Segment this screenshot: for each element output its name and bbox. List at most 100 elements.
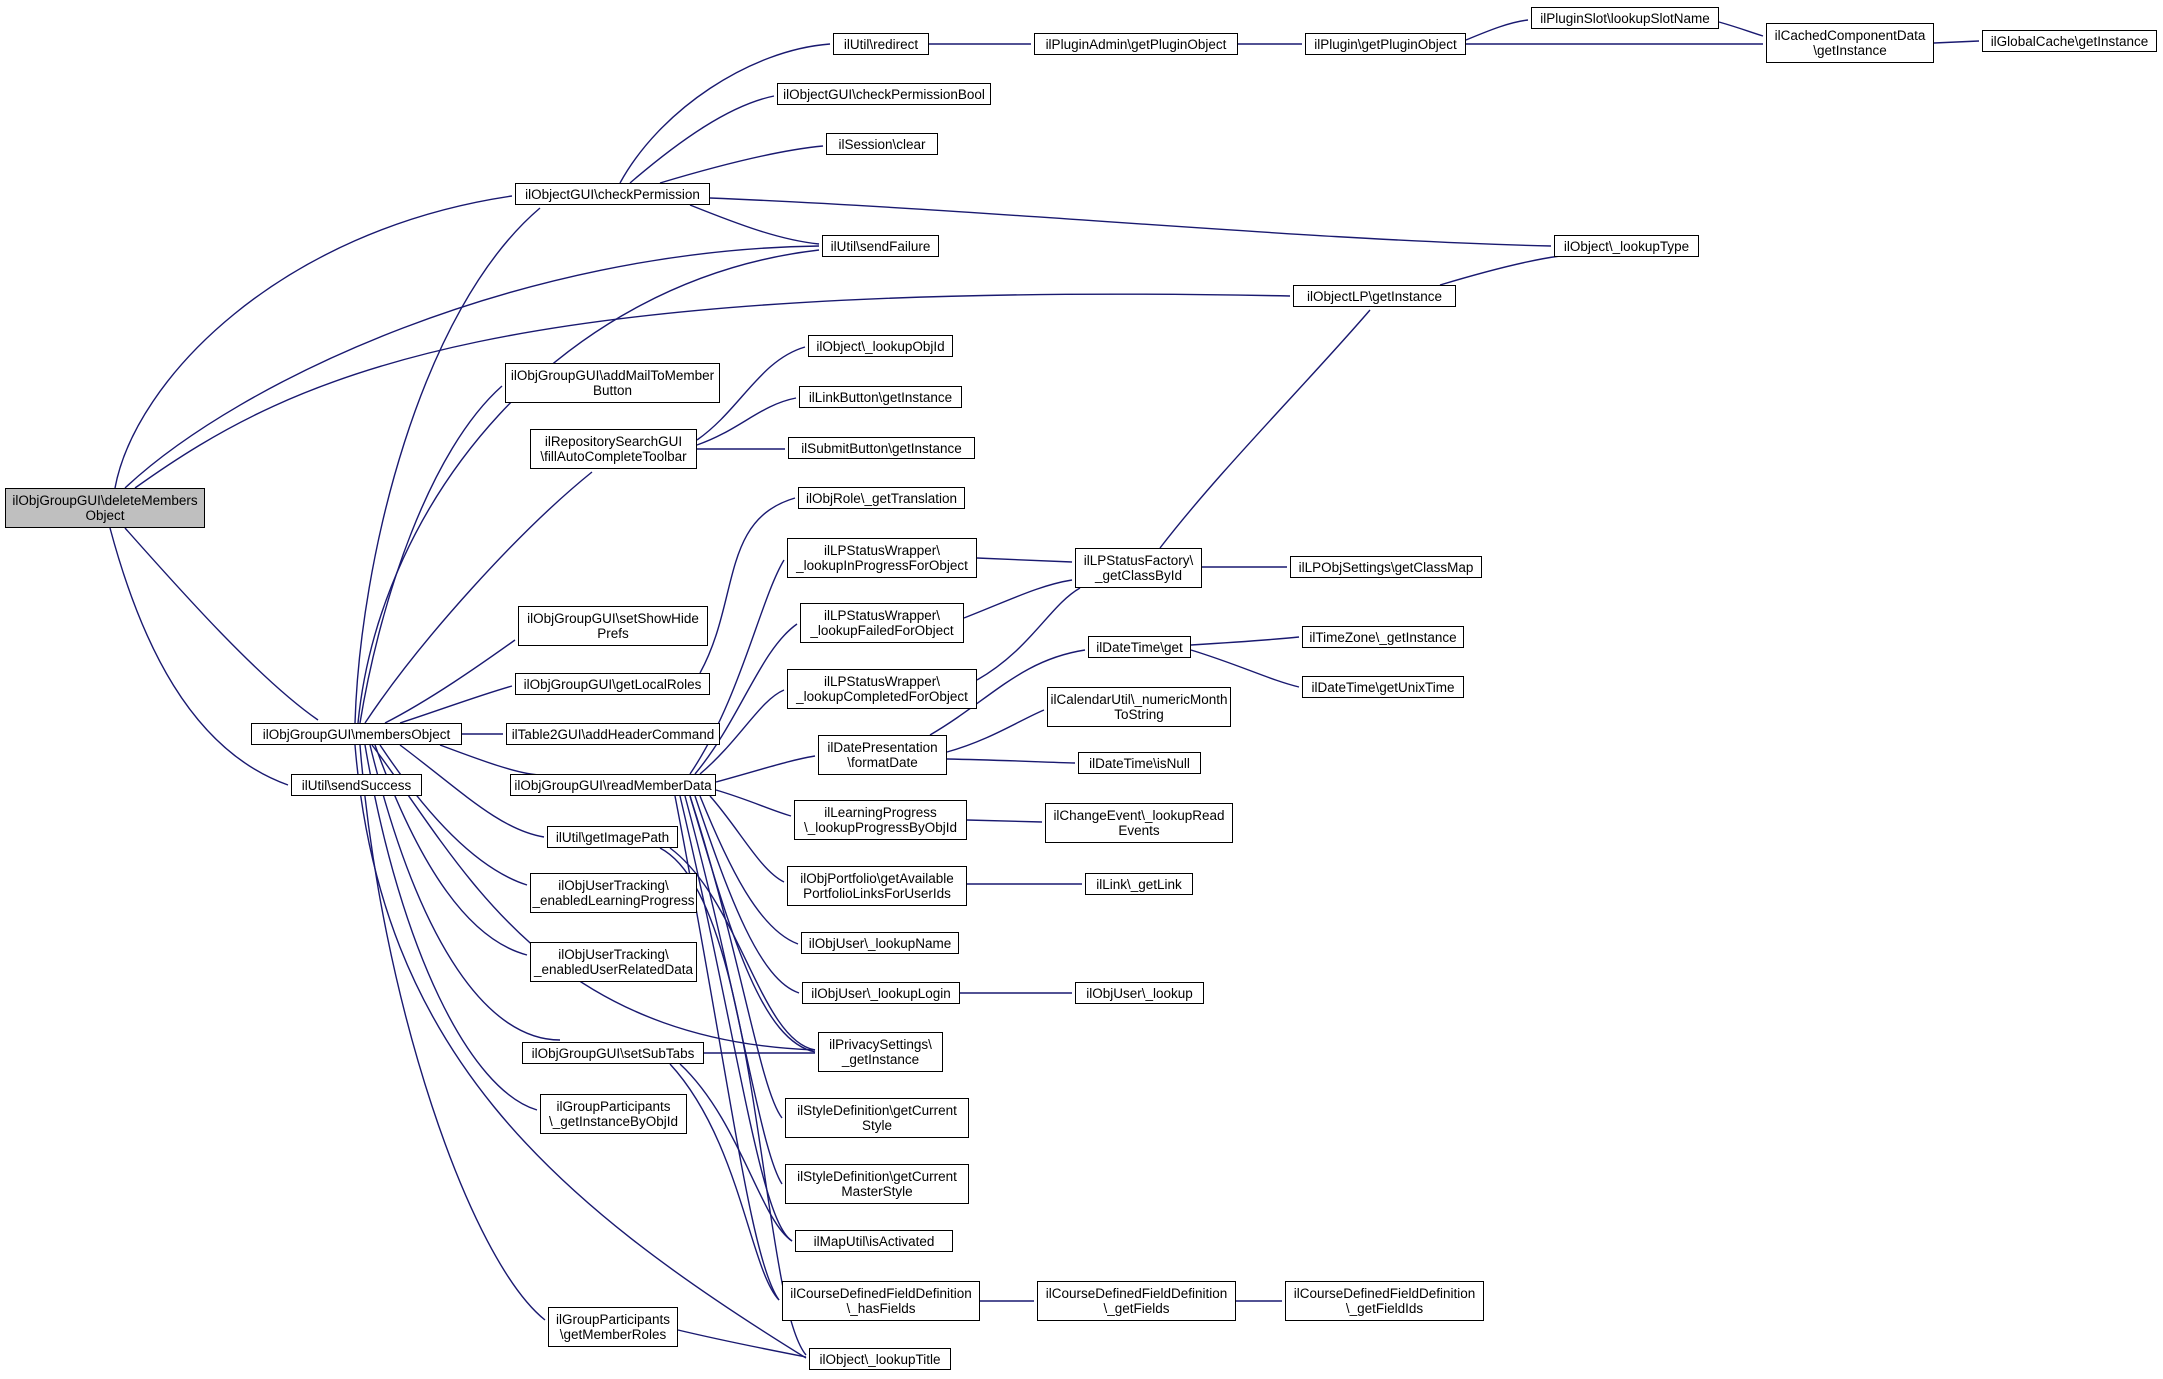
edge-members-local-roles xyxy=(399,685,513,724)
node-is-null[interactable]: ilDateTime\isNull xyxy=(1078,752,1201,774)
edge-fill-link-button xyxy=(696,397,797,446)
edge-read-completed xyxy=(699,689,785,775)
edge-format-date-numeric xyxy=(946,709,1045,753)
edge-slot-cached xyxy=(1718,21,1764,37)
edge-fill-obj-id xyxy=(696,346,806,441)
edge-members-sub-tabs xyxy=(369,744,561,1041)
edge-plugin-slot-name xyxy=(1465,19,1529,41)
edge-format-date-get xyxy=(929,649,1086,736)
edge-check-perm-bool xyxy=(629,95,775,184)
node-get-local-roles[interactable]: ilObjGroupGUI\getLocalRoles xyxy=(515,673,710,695)
node-privacy-settings[interactable]: ilPrivacySettings\ _getInstance xyxy=(818,1032,943,1072)
node-current-style[interactable]: ilStyleDefinition\getCurrent Style xyxy=(785,1098,969,1138)
node-obj-user-lookup[interactable]: ilObjUser\_lookup xyxy=(1075,982,1204,1004)
node-global-cache[interactable]: ilGlobalCache\getInstance xyxy=(1982,30,2157,52)
edge-cached-global xyxy=(1933,40,1980,44)
edge-delete-objectlp xyxy=(134,293,1291,489)
edge-read-current-style xyxy=(689,795,783,1119)
node-lookup-title[interactable]: ilObject\_lookupTitle xyxy=(809,1348,951,1370)
node-portfolio-links[interactable]: ilObjPortfolio\getAvailable PortfolioLin… xyxy=(787,866,967,906)
edge-read-failed xyxy=(694,623,798,775)
node-time-zone[interactable]: ilTimeZone\_getInstance xyxy=(1302,626,1464,648)
node-change-event[interactable]: ilChangeEvent\_lookupRead Events xyxy=(1045,803,1233,843)
node-lookup-in-progress[interactable]: ilLPStatusWrapper\ _lookupInProgressForO… xyxy=(787,538,977,578)
edge-progress-change-event xyxy=(966,819,1043,823)
node-link-get-link[interactable]: ilLink\_getLink xyxy=(1085,873,1193,895)
edge-check-send-failure xyxy=(689,204,820,245)
edge-read-lookup-login xyxy=(694,795,800,994)
node-read-member-data[interactable]: ilObjGroupGUI\readMemberData xyxy=(510,774,716,796)
node-current-master-style[interactable]: ilStyleDefinition\getCurrent MasterStyle xyxy=(785,1164,969,1204)
node-submit-button[interactable]: ilSubmitButton\getInstance xyxy=(788,437,975,459)
node-add-header-command[interactable]: ilTable2GUI\addHeaderCommand xyxy=(506,723,720,745)
node-has-fields[interactable]: ilCourseDefinedFieldDefinition \_hasFiel… xyxy=(782,1281,980,1321)
edge-in-progress-factory xyxy=(976,557,1073,563)
node-lookup-slot-name[interactable]: ilPluginSlot\lookupSlotName xyxy=(1531,7,1719,29)
node-get-translation[interactable]: ilObjRole\_getTranslation xyxy=(798,487,965,509)
edge-delete-members-object xyxy=(124,527,319,721)
edge-image-path-privacy xyxy=(669,847,816,1051)
node-get-fields[interactable]: ilCourseDefinedFieldDefinition \_getFiel… xyxy=(1037,1281,1236,1321)
node-lookup-completed[interactable]: ilLPStatusWrapper\ _lookupCompletedForOb… xyxy=(787,669,977,709)
node-set-sub-tabs[interactable]: ilObjGroupGUI\setSubTabs xyxy=(522,1042,704,1064)
edge-get-time-zone xyxy=(1190,636,1300,646)
node-lookup-login[interactable]: ilObjUser\_lookupLogin xyxy=(802,982,960,1004)
node-redirect[interactable]: ilUtil\redirect xyxy=(833,33,929,55)
node-fill-auto-complete[interactable]: ilRepositorySearchGUI \fillAutoCompleteT… xyxy=(530,429,697,469)
node-link-button[interactable]: ilLinkButton\getInstance xyxy=(799,386,962,408)
edge-read-portfolio xyxy=(709,795,785,883)
node-session-clear[interactable]: ilSession\clear xyxy=(826,133,938,155)
node-get-image-path[interactable]: ilUtil\getImagePath xyxy=(547,826,678,848)
node-send-failure[interactable]: ilUtil\sendFailure xyxy=(822,235,939,257)
edge-delete-send-failure xyxy=(124,245,820,489)
edge-members-add-mail xyxy=(359,385,503,724)
node-group-participants-instance[interactable]: ilGroupParticipants \_getInstanceByObjId xyxy=(540,1094,687,1134)
node-delete-members-object[interactable]: ilObjGroupGUI\deleteMembers Object xyxy=(5,488,205,528)
node-check-permission-bool[interactable]: ilObjectGUI\checkPermissionBool xyxy=(777,83,991,105)
node-add-mail-to-member[interactable]: ilObjGroupGUI\addMailToMember Button xyxy=(505,363,720,403)
node-format-date[interactable]: ilDatePresentation \formatDate xyxy=(818,735,947,775)
node-plugin-admin-get-plugin-object[interactable]: ilPluginAdmin\getPluginObject xyxy=(1034,33,1238,55)
node-members-object[interactable]: ilObjGroupGUI\membersObject xyxy=(251,723,462,745)
edge-get-unix-time xyxy=(1190,649,1300,688)
node-get-field-ids[interactable]: ilCourseDefinedFieldDefinition \_getFiel… xyxy=(1285,1281,1484,1321)
node-group-participants-roles[interactable]: ilGroupParticipants \getMemberRoles xyxy=(548,1307,678,1347)
node-unix-time[interactable]: ilDateTime\getUnixTime xyxy=(1302,676,1464,698)
node-lp-status-factory[interactable]: ilLPStatusFactory\ _getClassById xyxy=(1075,548,1202,588)
edge-factory-objectlp xyxy=(1159,309,1371,549)
edge-failed-factory xyxy=(963,579,1073,619)
node-lp-obj-settings[interactable]: ilLPObjSettings\getClassMap xyxy=(1290,556,1482,578)
node-map-util[interactable]: ilMapUtil\isActivated xyxy=(795,1230,953,1252)
edge-members-lookup-title xyxy=(354,744,807,1359)
node-plugin-get-plugin-object[interactable]: ilPlugin\getPluginObject xyxy=(1305,33,1466,55)
edge-check-session xyxy=(659,145,824,184)
edge-read-lookup-name xyxy=(699,795,799,945)
edge-members-gp-roles xyxy=(359,744,546,1321)
node-objectlp-get-instance[interactable]: ilObjectLP\getInstance xyxy=(1293,285,1456,307)
node-lookup-name[interactable]: ilObjUser\_lookupName xyxy=(801,932,959,954)
edge-format-date-is-null xyxy=(946,758,1076,764)
edge-local-roles-translation xyxy=(699,497,796,674)
node-lookup-type[interactable]: ilObject\_lookupType xyxy=(1554,235,1699,257)
node-cached-component-data[interactable]: ilCachedComponentData \getInstance xyxy=(1766,23,1934,63)
edge-members-check-permission xyxy=(354,207,541,724)
edge-sub-tabs-has-fields xyxy=(669,1063,780,1301)
edge-delete-send-success xyxy=(109,527,289,786)
node-lookup-failed[interactable]: ilLPStatusWrapper\ _lookupFailedForObjec… xyxy=(800,603,964,643)
node-enabled-learning-progress[interactable]: ilObjUserTracking\ _enabledLearningProgr… xyxy=(530,873,697,913)
edge-members-image-path xyxy=(399,744,545,838)
node-date-time-get[interactable]: ilDateTime\get xyxy=(1088,636,1191,658)
node-check-permission[interactable]: ilObjectGUI\checkPermission xyxy=(515,183,710,205)
node-send-success[interactable]: ilUtil\sendSuccess xyxy=(291,774,422,796)
node-set-show-hide-prefs[interactable]: ilObjGroupGUI\setShowHide Prefs xyxy=(518,606,708,646)
edge-sub-tabs-map-util xyxy=(679,1063,793,1242)
edge-read-progress-by-obj xyxy=(715,789,792,817)
node-numeric-month[interactable]: ilCalendarUtil\_numericMonth ToString xyxy=(1047,687,1231,727)
edge-check-redirect xyxy=(619,43,831,184)
edge-members-send-failure xyxy=(357,249,820,724)
node-enabled-user-related-data[interactable]: ilObjUserTracking\ _enabledUserRelatedDa… xyxy=(530,942,697,982)
node-lookup-progress-by-obj-id[interactable]: ilLearningProgress \_lookupProgressByObj… xyxy=(794,800,967,840)
node-lookup-obj-id[interactable]: ilObject\_lookupObjId xyxy=(808,335,953,357)
